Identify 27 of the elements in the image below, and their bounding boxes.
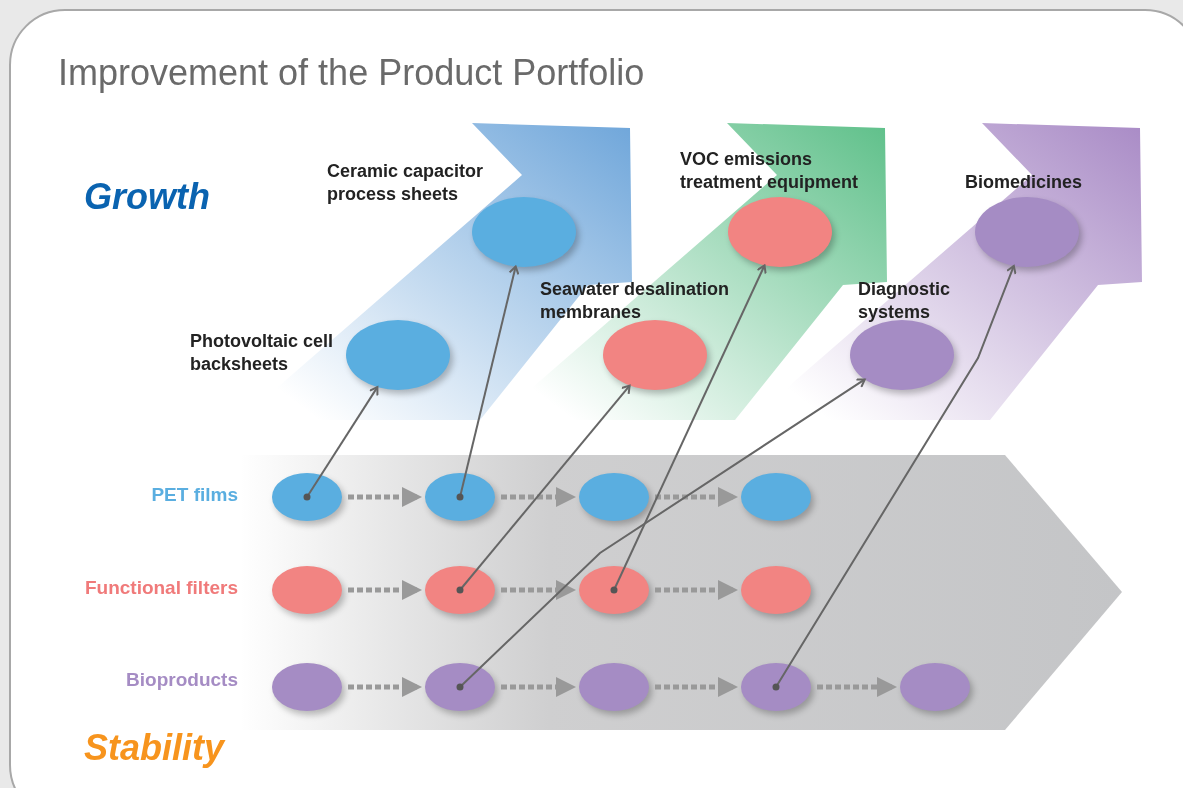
connector-arrow <box>610 264 767 594</box>
dashed-arrow <box>348 580 422 600</box>
dashed-arrow <box>501 580 576 600</box>
connector-arrow <box>772 264 1017 691</box>
product-label: Photovoltaic cell backsheets <box>190 330 335 376</box>
row-label: Functional filters <box>83 577 238 599</box>
connector-arrow <box>303 386 379 501</box>
connector-arrow <box>456 378 866 691</box>
row-label: Bioproducts <box>125 669 238 691</box>
axis-heading: Growth <box>84 176 210 218</box>
connector-arrow <box>456 265 520 501</box>
product-label: Diagnostic systems <box>858 278 951 324</box>
dashed-arrow <box>348 677 422 697</box>
dashed-arrow <box>655 677 738 697</box>
product-label: Biomedicines <box>965 171 1084 194</box>
product-label: Seawater desalination membranes <box>540 278 731 324</box>
dashed-arrow <box>655 487 738 507</box>
dashed-arrow <box>501 677 576 697</box>
dashed-arrow <box>501 487 576 507</box>
title: Improvement of the Product Portfolio <box>58 52 645 94</box>
row-label: PET films <box>150 484 238 506</box>
axis-heading: Stability <box>84 727 225 769</box>
dashed-arrow <box>348 487 422 507</box>
dashed-arrow <box>655 580 738 600</box>
product-label: Ceramic capacitor process sheets <box>327 160 485 206</box>
dashed-arrow <box>817 677 897 697</box>
connector-arrow <box>456 384 631 594</box>
